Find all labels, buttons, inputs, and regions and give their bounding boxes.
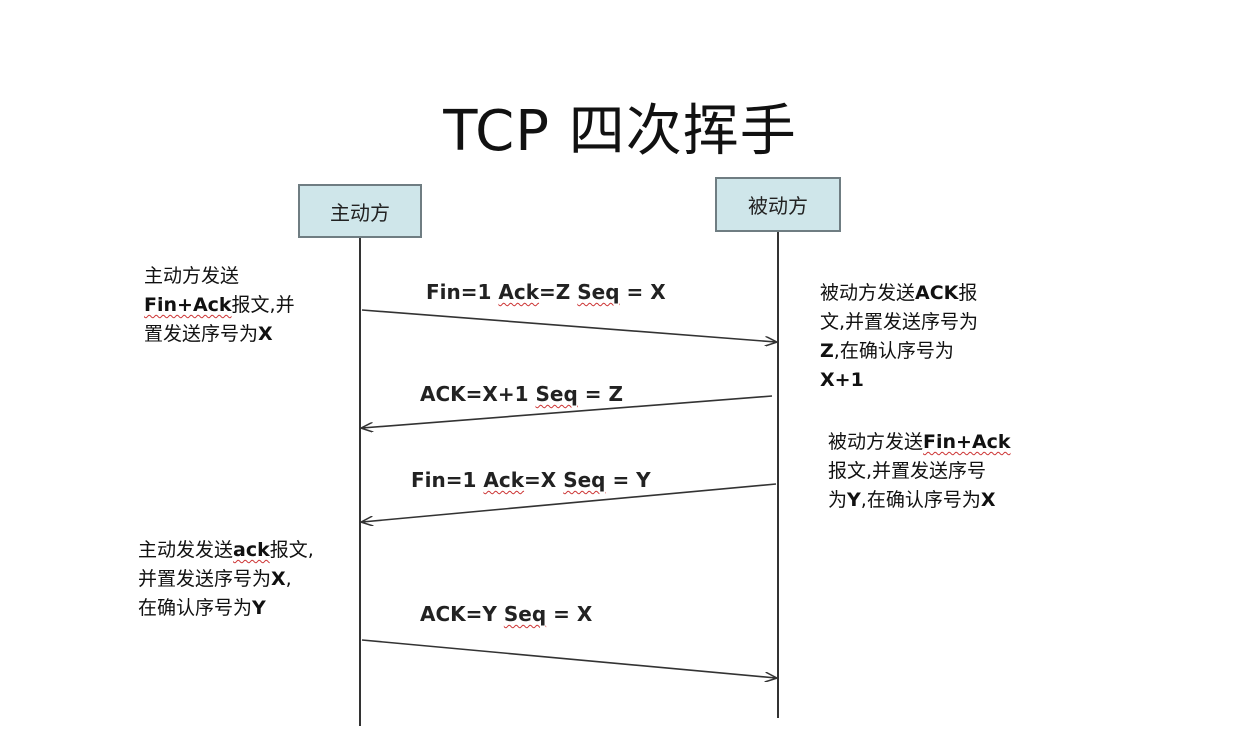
note-passive-send-ack: 被动方发送ACK报 文,并置发送序号为 Z,在确认序号为 X+1 [820,282,979,391]
note-active-send-fin: 主动方发送 Fin+Ack报文,并 置发送序号为X [144,265,295,345]
message-label-2: ACK=X+1 Seq = Z [420,382,623,406]
message-label-1: Fin=1 Ack=Z Seq = X [426,280,666,304]
passive-party-label: 被动方 [748,194,808,218]
arrow-fin-2 [362,483,777,522]
passive-party-box: 被动方 [715,177,841,232]
diagram-title: TCP 四次挥手 [443,99,797,164]
arrow-ack-1 [362,395,773,428]
active-party-box: 主动方 [298,184,422,238]
arrow-ack-2 [361,639,776,678]
message-label-3: Fin=1 Ack=X Seq = Y [411,468,651,492]
arrow-fin-1 [361,309,776,342]
note-active-send-ack: 主动发发送ack报文, 并置发送序号为X, 在确认序号为Y [138,539,314,619]
active-party-label: 主动方 [330,200,390,225]
message-label-4: ACK=Y Seq = X [420,602,593,626]
note-passive-send-fin: 被动方发送Fin+Ack 报文,并置发送序号 为Y,在确认序号为X [828,431,1011,511]
